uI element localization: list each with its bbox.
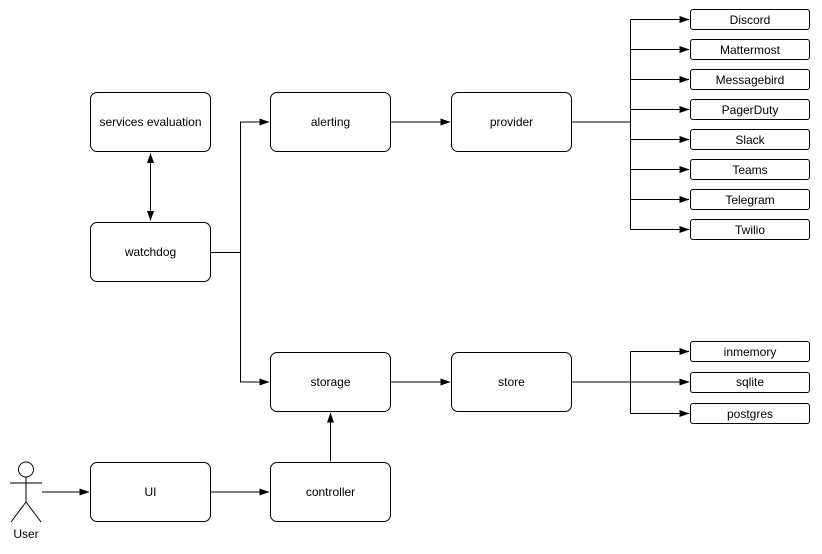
provider-item-messagebird: Messagebird bbox=[690, 69, 810, 90]
edge-watchdog-alerting bbox=[241, 118, 270, 253]
node-store: store bbox=[451, 352, 572, 412]
store-item-postgres: postgres bbox=[690, 403, 810, 424]
actor-left-leg bbox=[11, 502, 26, 522]
provider-item-telegram: Telegram bbox=[690, 189, 810, 210]
provider-item-slack: Slack bbox=[690, 129, 810, 150]
node-services-evaluation: services evaluation bbox=[90, 92, 211, 152]
store-item-inmemory: inmemory bbox=[690, 341, 810, 362]
edge-watchdog-storage bbox=[241, 253, 270, 386]
provider-item-discord: Discord bbox=[690, 9, 810, 30]
user-actor-icon bbox=[10, 462, 42, 522]
user-actor-label: User bbox=[13, 527, 39, 541]
provider-item-mattermost: Mattermost bbox=[690, 39, 810, 60]
provider-item-teams: Teams bbox=[690, 159, 810, 180]
node-controller: controller bbox=[270, 462, 391, 522]
node-provider: provider bbox=[451, 92, 572, 152]
node-watchdog: watchdog bbox=[90, 222, 211, 282]
node-ui: UI bbox=[90, 462, 211, 522]
node-storage: storage bbox=[270, 352, 391, 412]
provider-item-pagerduty: PagerDuty bbox=[690, 99, 810, 120]
store-item-sqlite: sqlite bbox=[690, 371, 810, 393]
actor-right-leg bbox=[26, 502, 41, 522]
provider-item-twilio: Twilio bbox=[690, 219, 810, 240]
node-alerting: alerting bbox=[270, 92, 391, 152]
actor-head bbox=[19, 462, 34, 477]
